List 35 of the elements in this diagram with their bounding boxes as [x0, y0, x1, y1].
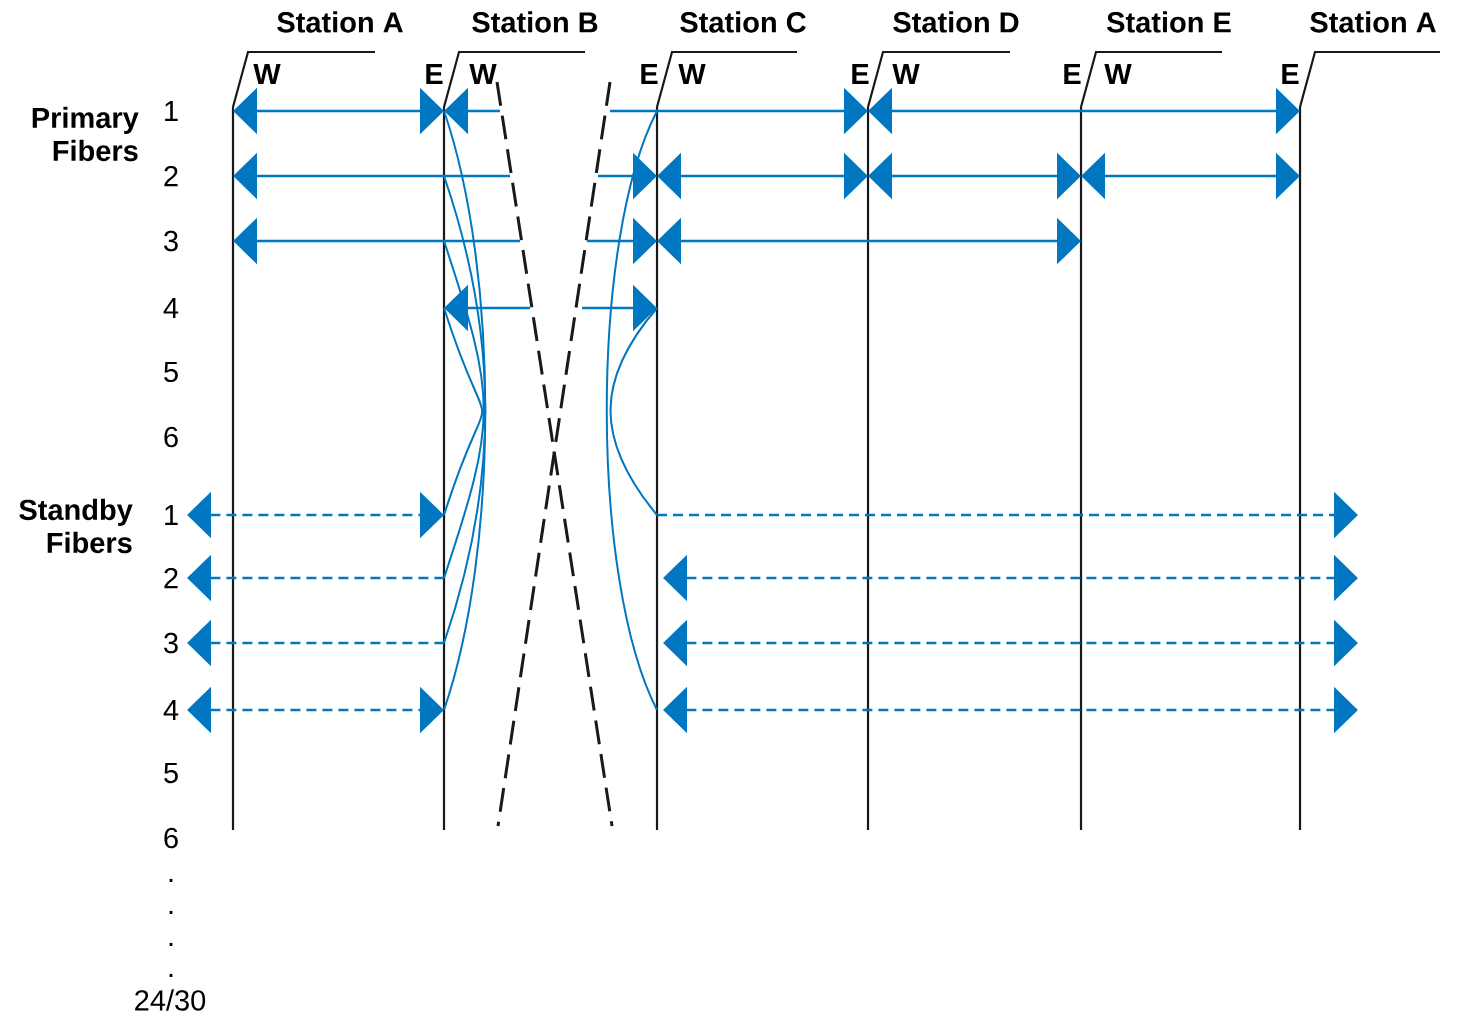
ellipsis-dot: .	[169, 910, 173, 914]
station-label: Station A	[1310, 11, 1436, 33]
fiber-number: 6	[164, 426, 178, 448]
port-label: E	[641, 64, 658, 84]
fiber-number: 3	[164, 230, 178, 252]
station-label: Station E	[1107, 11, 1231, 33]
fiber-group-label: Primary Fibers	[32, 106, 139, 162]
port-label: W	[1104, 64, 1132, 84]
fiber-number: 6	[164, 827, 178, 849]
port-label: W	[253, 64, 281, 84]
port-label: W	[469, 64, 497, 84]
fiber-number: 2	[164, 567, 178, 589]
fiber-number: 1	[165, 101, 178, 121]
fiber-count-label: 24/30	[135, 989, 206, 1011]
fiber-number: 4	[163, 298, 179, 318]
fiber-number: 1	[165, 505, 178, 525]
port-label: W	[678, 64, 706, 84]
port-label: E	[852, 64, 869, 84]
station-label: Station C	[680, 11, 806, 33]
station-label: Station D	[893, 11, 1019, 33]
fiber-number: 3	[164, 632, 178, 654]
port-label: E	[426, 64, 443, 84]
ellipsis-dot: .	[169, 878, 173, 882]
ellipsis-dot: .	[169, 942, 173, 946]
ellipsis-dot: .	[169, 973, 173, 977]
fiber-number: 5	[164, 762, 178, 784]
fiber-number: 4	[163, 700, 179, 720]
fiber-number: 2	[164, 165, 178, 187]
station-label: Station B	[472, 11, 598, 33]
port-label: E	[1064, 64, 1081, 84]
port-label: W	[892, 64, 920, 84]
station-label: Station A	[277, 11, 403, 33]
fiber-group-label: Standby Fibers	[19, 498, 133, 554]
port-label: E	[1282, 64, 1299, 84]
fiber-number: 5	[164, 361, 178, 383]
